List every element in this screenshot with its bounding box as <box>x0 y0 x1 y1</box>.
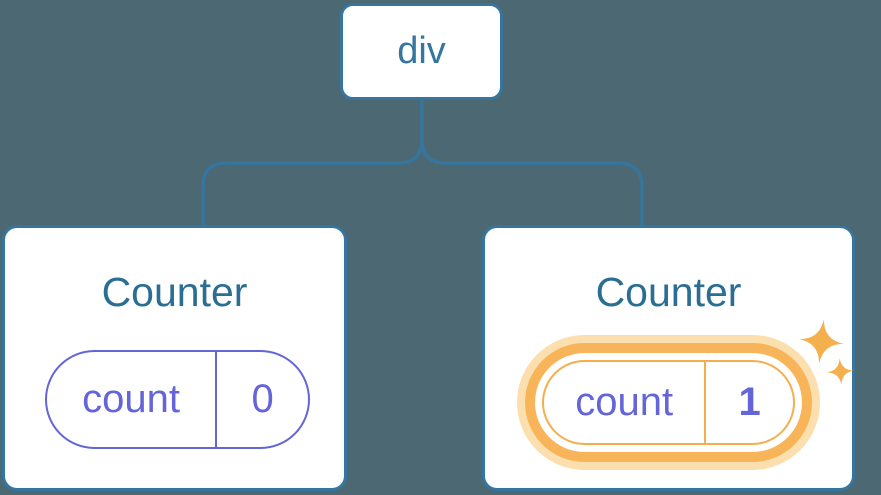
counter-card-left: Counter count 0 <box>2 225 347 491</box>
state-key-label: count <box>47 352 218 447</box>
counter-card-right: Counter count 1 <box>482 225 855 491</box>
component-title: Counter <box>595 269 742 315</box>
sparkle-icon <box>827 358 854 385</box>
root-node-div: div <box>340 3 503 100</box>
root-node-label: div <box>397 30 446 72</box>
state-pill-highlighted: count 1 <box>542 360 795 445</box>
sparkle-icon <box>799 319 844 364</box>
state-pill: count 0 <box>45 350 310 449</box>
state-key-label: count <box>544 362 707 443</box>
state-value: 1 <box>738 380 761 424</box>
component-title: Counter <box>101 269 248 315</box>
state-value: 0 <box>251 377 274 421</box>
